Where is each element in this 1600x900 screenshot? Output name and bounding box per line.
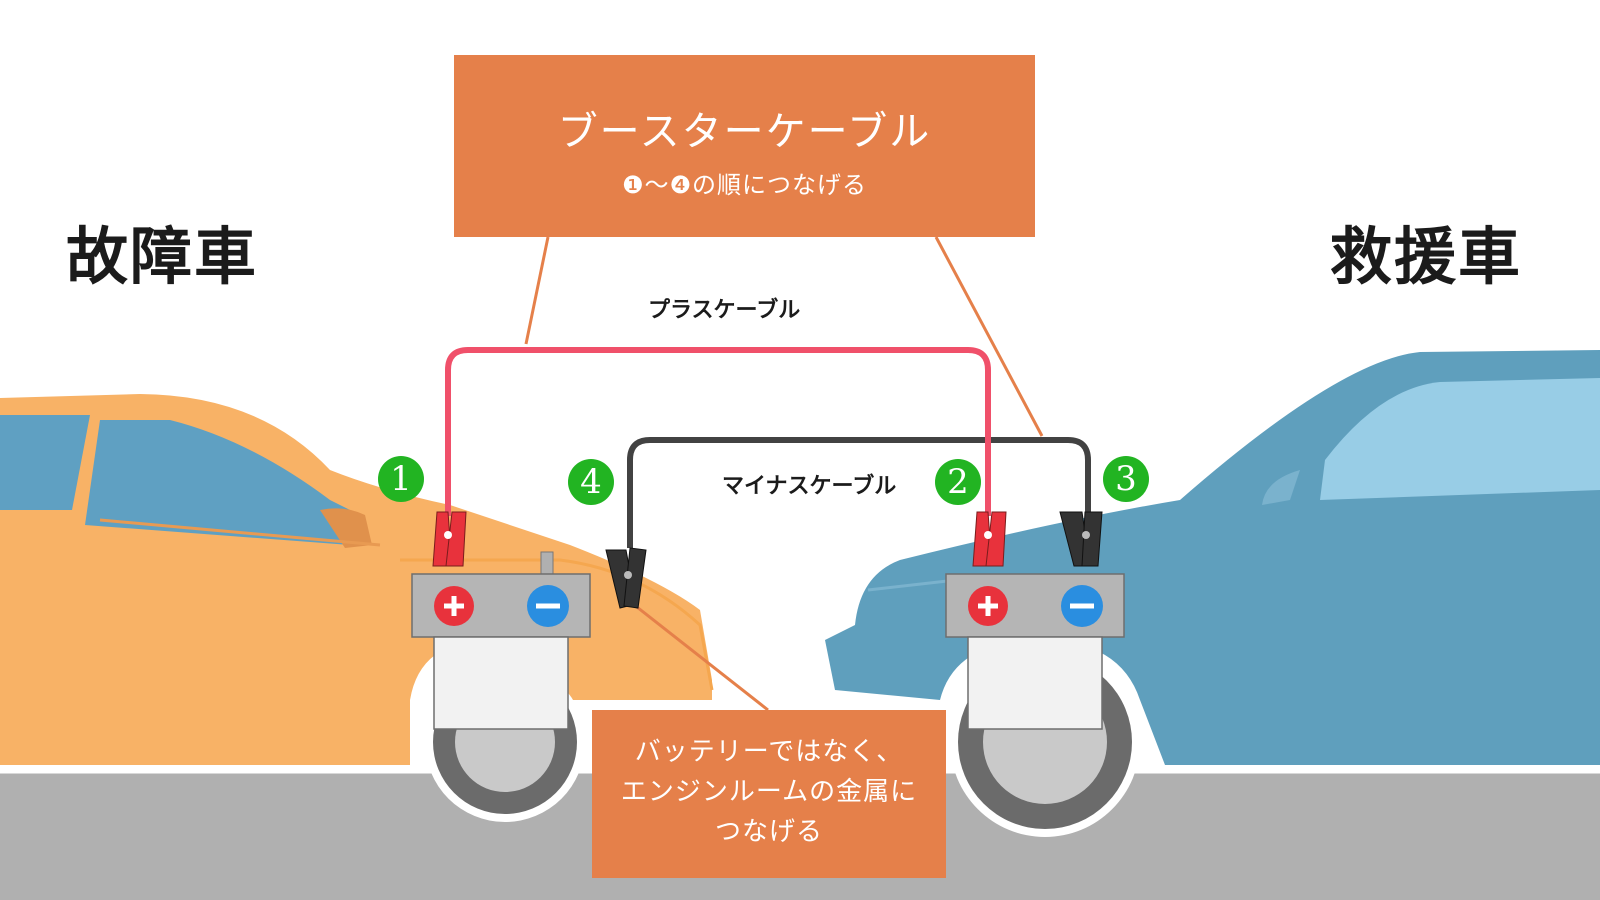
plus-cable — [445, 347, 991, 516]
minus-cable-label: マイナスケーブル — [722, 474, 897, 499]
broken-car-battery — [411, 551, 591, 730]
clamp-2-plus-rescue — [972, 511, 1007, 567]
broken-car-label: 故障車 — [66, 220, 259, 293]
callout-line-bottom — [627, 598, 769, 712]
callout-line-right — [934, 236, 1044, 437]
ground-connection-callout: バッテリーではなく、 エンジンルームの金属に つなげる — [592, 710, 946, 878]
plus-cable-label: プラスケーブル — [648, 298, 801, 323]
minus-cable — [627, 437, 1091, 548]
step-2-badge: 2 — [935, 459, 981, 505]
clamp-1-plus-broken — [432, 511, 467, 567]
booster-cable-callout: ブースターケーブル ❶～❹の順につなげる — [454, 55, 1035, 237]
clamp-3-minus-rescue — [1059, 511, 1103, 567]
step-3-badge: 3 — [1103, 456, 1149, 502]
booster-cable-title: ブースターケーブル — [557, 109, 932, 155]
booster-cable-subtitle: ❶～❹の順につなげる — [621, 171, 868, 199]
clamp-4-minus-engine — [605, 547, 647, 609]
step-1-badge: 1 — [378, 456, 424, 502]
rescue-car-battery — [945, 573, 1125, 730]
step-4-badge: 4 — [568, 459, 614, 505]
rescue-car-label: 救援車 — [1330, 220, 1523, 293]
callout-line-left — [524, 236, 550, 345]
ground-connection-text: バッテリーではなく、 エンジンルームの金属に つなげる — [620, 737, 918, 847]
